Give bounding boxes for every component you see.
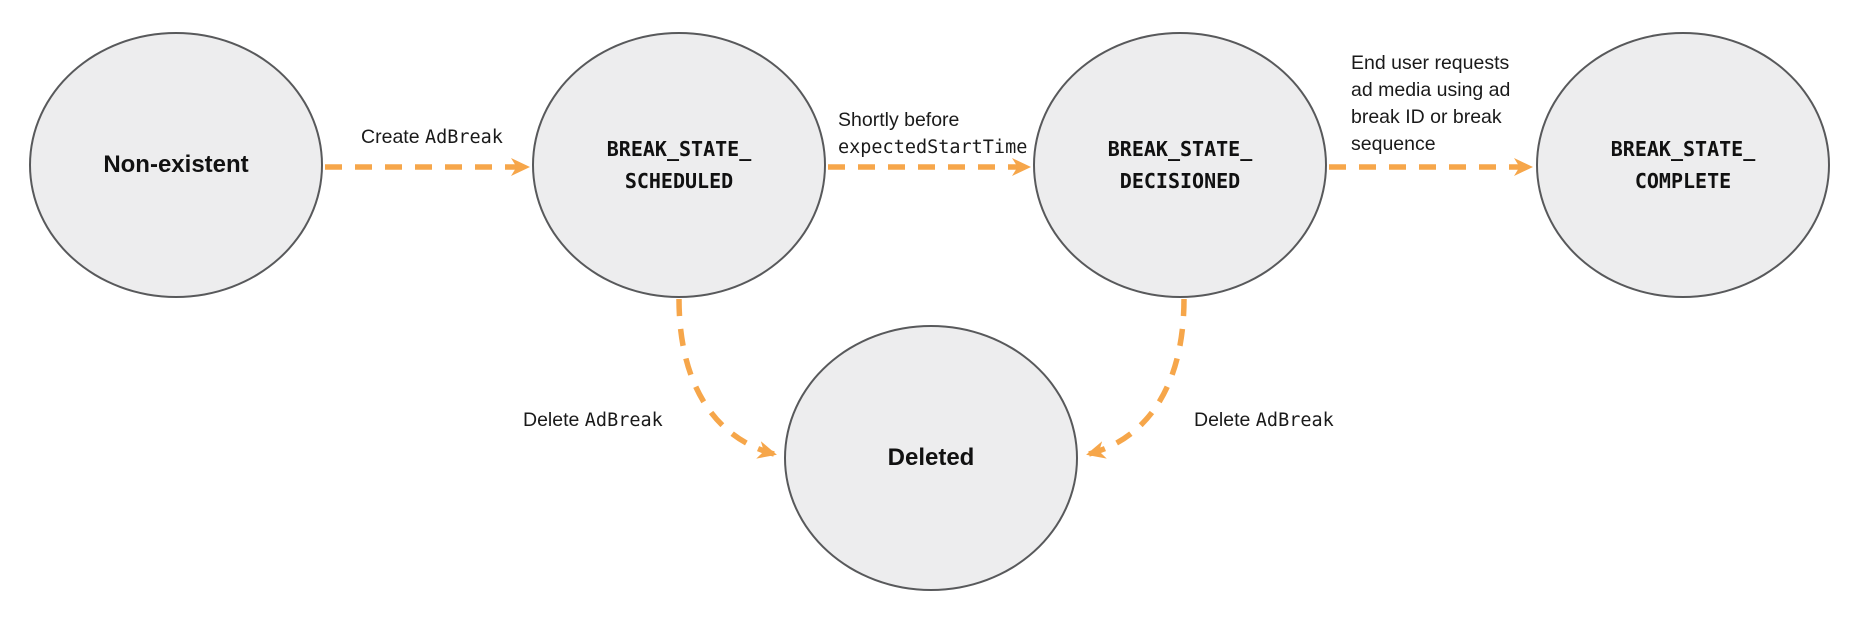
- label-shortly-before: Shortly before expectedStartTime: [838, 109, 1028, 158]
- state-break-state-decisioned: BREAK_STATE_DECISIONED: [1033, 32, 1327, 298]
- state-deleted: Deleted: [784, 325, 1078, 591]
- state-break-state-scheduled: BREAK_STATE_SCHEDULED: [532, 32, 826, 298]
- label-create-adbreak: Create AdBreak: [361, 126, 503, 148]
- label-end-user-requests: End user requests ad media using ad brea…: [1351, 52, 1511, 155]
- state-non-existent-label: Non-existent: [103, 151, 249, 178]
- arrow-delete-from-decisioned: [1086, 298, 1187, 459]
- label-delete-adbreak-right: Delete AdBreak: [1194, 409, 1334, 431]
- state-break-state-complete: BREAK_STATE_COMPLETE: [1536, 32, 1830, 298]
- state-break-state-complete-label: BREAK_STATE_COMPLETE: [1610, 137, 1756, 193]
- state-non-existent: Non-existent: [29, 32, 323, 298]
- state-break-state-scheduled-label: BREAK_STATE_SCHEDULED: [606, 137, 752, 193]
- state-break-state-decisioned-label: BREAK_STATE_DECISIONED: [1107, 137, 1253, 193]
- label-delete-adbreak-left: Delete AdBreak: [523, 409, 663, 431]
- arrow-delete-from-scheduled: [676, 298, 777, 459]
- state-deleted-label: Deleted: [887, 444, 975, 471]
